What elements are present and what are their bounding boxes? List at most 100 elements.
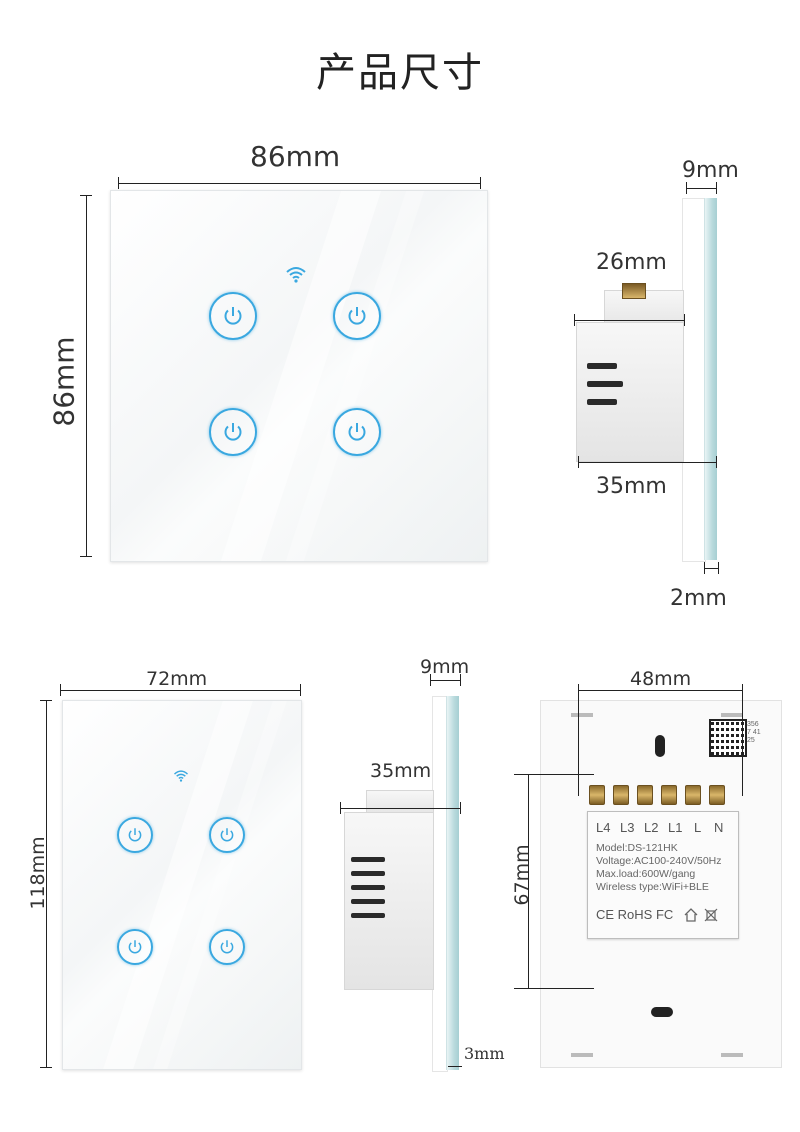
back-clip-br xyxy=(721,1053,743,1057)
eu-body-tick-l xyxy=(574,314,575,326)
power-icon xyxy=(348,423,366,441)
eu-side-depth-label: 9mm xyxy=(682,158,739,183)
terminal-l3 xyxy=(613,785,629,805)
back-clip-tl xyxy=(571,713,593,717)
us-panel xyxy=(62,700,302,1070)
eu-side-terminal xyxy=(622,283,646,299)
eu-width-line xyxy=(118,183,480,184)
back-clip-tr xyxy=(721,713,743,717)
us-side-total-label: 35mm xyxy=(370,760,432,782)
us-depth-line xyxy=(430,680,460,681)
us-height-line xyxy=(46,700,47,1068)
eu-body-line xyxy=(574,320,684,321)
eu-height-label: 86mm xyxy=(47,336,81,427)
us-vent-5 xyxy=(351,913,385,918)
us-width-label: 72mm xyxy=(146,668,208,690)
eu-side-body-label: 26mm xyxy=(596,250,667,275)
eu-power-button-4[interactable] xyxy=(333,408,381,456)
eu-power-button-1[interactable] xyxy=(209,292,257,340)
us-width-line xyxy=(60,690,300,691)
eu-glass-line xyxy=(704,568,718,569)
power-icon xyxy=(128,940,142,954)
us-total-tick-r xyxy=(460,802,461,814)
power-icon xyxy=(220,828,234,842)
module-model: Model:DS-121HK xyxy=(596,842,678,854)
eu-height-tick-bottom xyxy=(80,556,92,557)
eu-vent-1 xyxy=(587,363,617,369)
home-icon xyxy=(684,908,698,922)
us-glass-line xyxy=(448,1066,462,1067)
us-power-button-4[interactable] xyxy=(209,929,245,965)
eu-power-button-2[interactable] xyxy=(333,292,381,340)
back-width-ext-l xyxy=(578,684,579,796)
us-vent-2 xyxy=(351,871,385,876)
eu-depth-tick-r xyxy=(716,182,717,194)
eu-side-glass xyxy=(704,198,717,560)
eu-depth-line xyxy=(686,188,716,189)
power-icon xyxy=(224,307,242,325)
us-vent-1 xyxy=(351,857,385,862)
back-screw-hole-bottom xyxy=(651,1007,673,1017)
eu-total-line xyxy=(578,462,716,463)
eu-power-button-3[interactable] xyxy=(209,408,257,456)
back-clip-bl xyxy=(571,1053,593,1057)
back-width-ext-r xyxy=(742,684,743,796)
terminal-l xyxy=(685,785,701,805)
eu-vent-2 xyxy=(587,381,623,387)
us-side-body xyxy=(344,812,434,990)
power-icon xyxy=(220,940,234,954)
eu-height-line xyxy=(86,195,87,557)
wifi-icon xyxy=(174,770,188,782)
terminal-n xyxy=(709,785,725,805)
eu-total-tick-r xyxy=(716,456,717,468)
eu-side-body xyxy=(576,322,684,462)
us-side-depth-label: 9mm xyxy=(420,656,470,678)
eu-height-tick-top xyxy=(80,195,92,196)
module-voltage: Voltage:AC100-240V/50Hz xyxy=(596,855,722,867)
us-back-plate: 3567 4125 L4 L3 L2 L1 L N Model:DS-121HK… xyxy=(540,700,782,1068)
weee-bin-icon xyxy=(704,908,718,922)
back-height-line xyxy=(528,774,529,988)
eu-total-tick-l xyxy=(578,456,579,468)
eu-width-label: 86mm xyxy=(250,140,341,173)
relay-module: L4 L3 L2 L1 L N Model:DS-121HK Voltage:A… xyxy=(587,811,739,939)
us-width-tick-r xyxy=(300,684,301,696)
power-icon xyxy=(348,307,366,325)
eu-side-glass-label: 2mm xyxy=(670,586,727,611)
us-total-tick-l xyxy=(340,802,341,814)
eu-panel xyxy=(110,190,488,562)
back-height-ext-b xyxy=(514,988,594,989)
module-wireless: Wireless type:WiFi+BLE xyxy=(596,881,709,893)
back-width-line xyxy=(578,690,742,691)
eu-side-faceplate xyxy=(682,198,706,562)
us-power-button-2[interactable] xyxy=(209,817,245,853)
us-total-line xyxy=(340,808,460,809)
wifi-icon xyxy=(286,267,306,283)
terminal-label-n: N xyxy=(714,820,724,835)
us-back-width-label: 48mm xyxy=(630,668,692,690)
us-vent-4 xyxy=(351,899,385,904)
us-height-tick-t xyxy=(40,700,52,701)
back-height-ext-t xyxy=(514,774,594,775)
terminal-l4 xyxy=(589,785,605,805)
us-power-button-1[interactable] xyxy=(117,817,153,853)
us-side-glass-label: 3mm xyxy=(464,1044,505,1063)
eu-body-tick-r xyxy=(684,314,685,326)
us-side-glass xyxy=(446,696,459,1070)
power-icon xyxy=(128,828,142,842)
terminal-label-l3: L3 xyxy=(620,820,635,835)
power-icon xyxy=(224,423,242,441)
terminal-label-l: L xyxy=(694,820,702,835)
us-depth-tick-r xyxy=(460,674,461,686)
us-side-terminal-block xyxy=(366,790,434,816)
us-height-tick-b xyxy=(40,1067,52,1068)
qr-side-text: 3567 4125 xyxy=(747,721,761,744)
page-title: 产品尺寸 xyxy=(316,50,484,96)
eu-depth-tick-l xyxy=(686,182,687,194)
eu-width-tick-left xyxy=(118,177,119,189)
back-screw-hole-top xyxy=(655,735,665,757)
terminal-label-l1: L1 xyxy=(668,820,683,835)
eu-glass-tick-l xyxy=(704,562,705,574)
us-height-label: 118mm xyxy=(27,836,49,910)
us-power-button-3[interactable] xyxy=(117,929,153,965)
